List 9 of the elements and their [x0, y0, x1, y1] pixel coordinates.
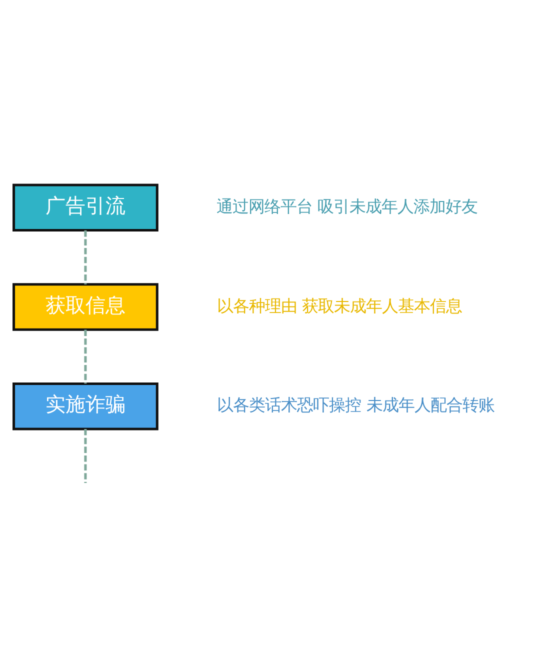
- connector: [84, 429, 87, 483]
- node-label: 以各类话术恐吓操控 未成年人配合转账: [217, 396, 494, 415]
- node-label: 以各种理由 获取未成年人基本信息: [216, 296, 462, 316]
- node-label: 通过网络平台 吸引未成年人添加好友: [216, 196, 478, 216]
- node-box: 获取信息: [12, 283, 158, 331]
- connector: [84, 330, 87, 384]
- connector: [84, 230, 87, 284]
- node-box: 广告引流: [12, 184, 158, 232]
- node-box: 实施诈骗: [12, 382, 158, 430]
